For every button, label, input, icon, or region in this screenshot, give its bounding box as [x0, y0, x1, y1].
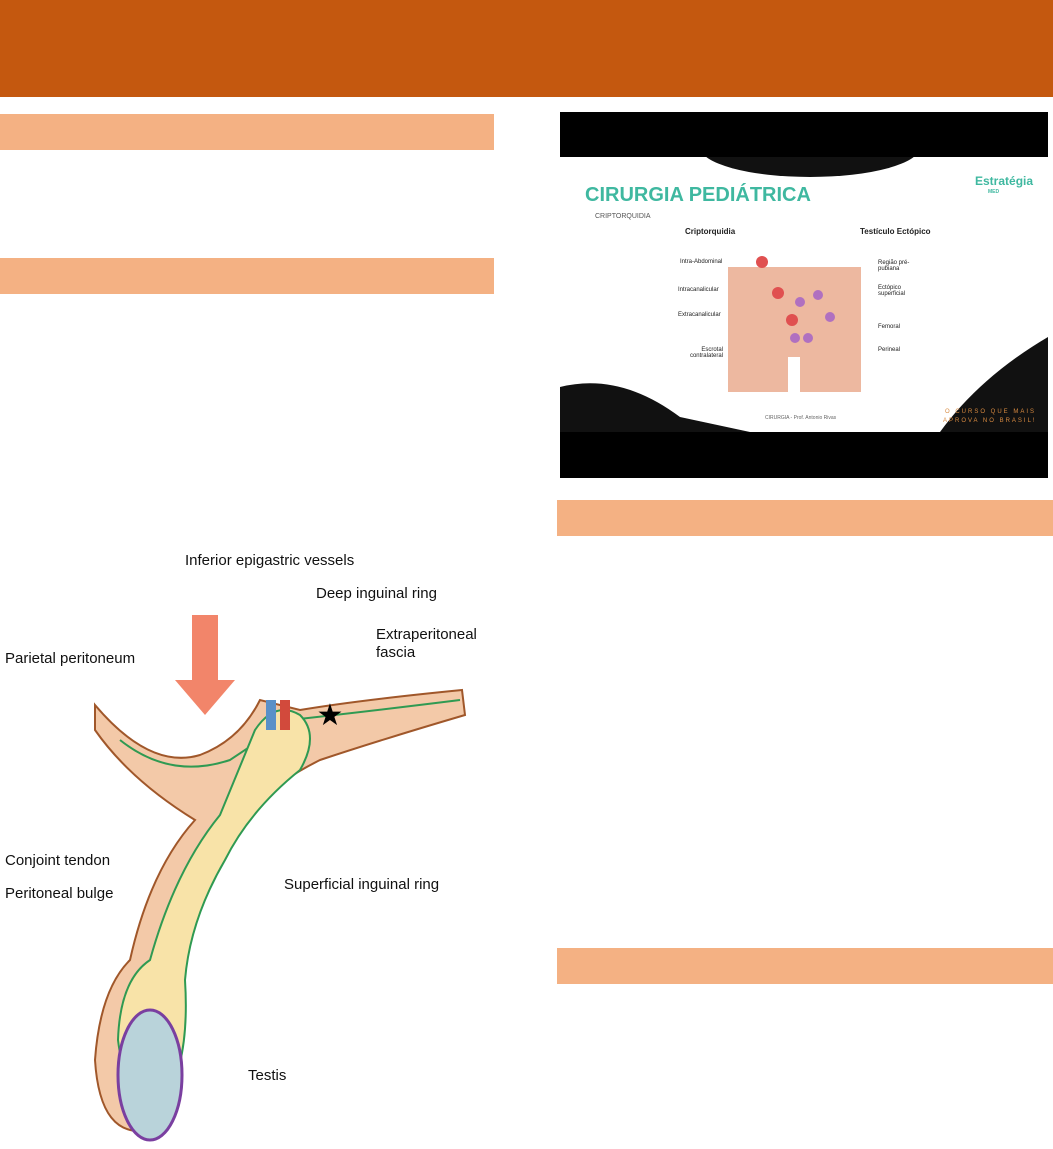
slide-label: Região pré-pubiana [878, 260, 910, 272]
column-right-heading: Testículo Ectópico [860, 227, 931, 236]
section-bar-1 [0, 114, 494, 150]
diagram-illustration: ★ [93, 615, 467, 1142]
svg-text:★: ★ [317, 699, 344, 732]
slide-decoration [560, 157, 1048, 432]
brand-sub: MED [988, 189, 1000, 195]
section-bar-3 [557, 500, 1053, 536]
label-conjoint-tendon: Conjoint tendon [5, 852, 111, 869]
label-deep-inguinal-ring: Deep inguinal ring [316, 585, 437, 602]
slide-label: Extracanalicular [678, 312, 721, 318]
label-inferior-epigastric-vessels: Inferior epigastric vessels [185, 552, 355, 569]
slide-label: Femoral [878, 324, 901, 330]
label-extraperitoneal-fascia: Extraperitoneal fascia [376, 626, 477, 661]
slide-subtitle: CRIPTORQUIDIA [595, 213, 651, 220]
slide-label: Intra-Abdominal [680, 259, 723, 265]
brand-logo: Estratégia [975, 174, 1034, 188]
label-superficial-inguinal-ring: Superficial inguinal ring [284, 876, 440, 893]
slogan: APROVA NO BRASIL! [943, 418, 1037, 424]
slide-label: Escrotal contralateral [689, 347, 723, 359]
section-bar-4 [557, 948, 1053, 984]
header-bar [0, 0, 1053, 97]
label-testis: Testis [248, 1067, 287, 1084]
slogan: O CURSO QUE MAIS [945, 409, 1037, 415]
label-parietal-peritoneum: Parietal peritoneum [5, 650, 136, 667]
section-bar-2 [0, 258, 494, 294]
column-left-heading: Criptorquidia [685, 227, 736, 236]
slide-title: CIRURGIA PEDIÁTRICA [585, 184, 811, 206]
slide-label: Perineal [878, 347, 901, 353]
slide-label: Intracanalicular [678, 287, 719, 293]
slide-screenshot: CIRURGIA PEDIÁTRICA CRIPTORQUIDIA Estrat… [560, 112, 1048, 478]
inguinal-anatomy-diagram: ★ Inferior epigastric vessels Deep ingui… [0, 540, 480, 1149]
label-peritoneal-bulge: Peritoneal bulge [5, 885, 114, 902]
slide-footer: CIRURGIA - Prof. Antonio Rivas [765, 415, 837, 421]
slide-label: Ectópico superficial [878, 285, 906, 297]
